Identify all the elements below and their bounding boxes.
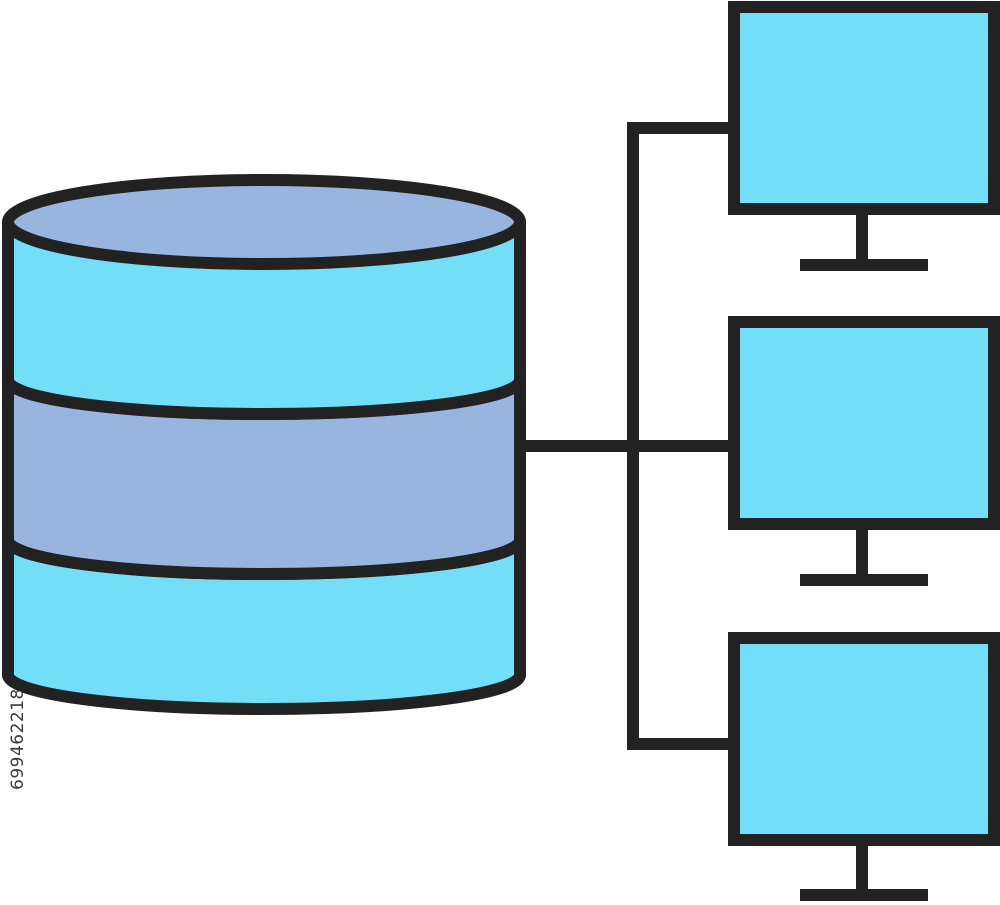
database-top-lid: [2, 174, 526, 270]
desktop-monitor-icon: [728, 316, 1000, 586]
desktop-monitor-icon: [728, 1, 1000, 271]
network-connectors: [520, 122, 735, 750]
desktop-monitor-icon: [728, 632, 1000, 901]
stock-id-text: 699462218: [8, 688, 28, 790]
database-cylinder-icon: [2, 174, 526, 715]
branch-connector: [627, 122, 735, 750]
